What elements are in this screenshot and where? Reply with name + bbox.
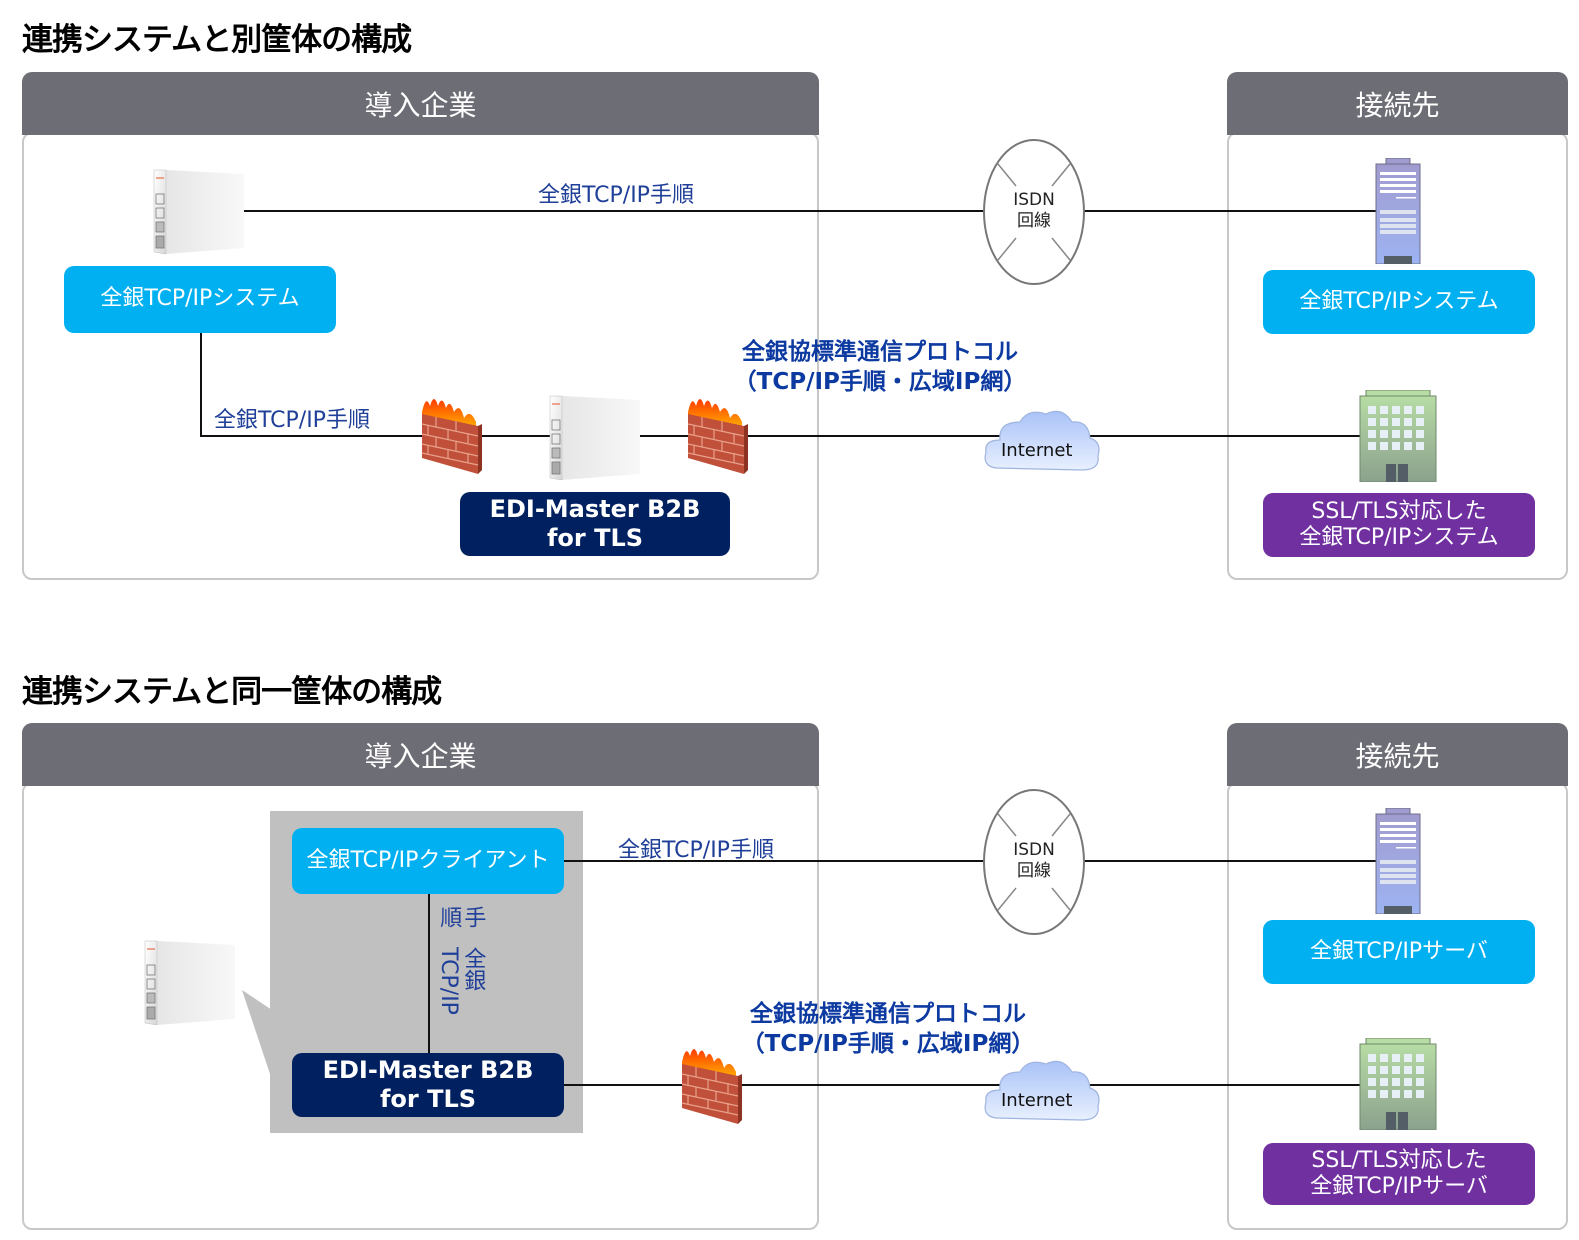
server-box: 全銀TCP/IPサーバ xyxy=(1263,920,1535,984)
connection-line xyxy=(1084,210,1376,212)
building-green-icon xyxy=(1358,390,1438,482)
connection-line xyxy=(1084,860,1376,862)
isdn-label: ISDN 回線 xyxy=(984,840,1084,883)
line-label: 全銀TCP/IP手順 xyxy=(618,838,774,863)
isdn-label-line2: 回線 xyxy=(1017,211,1051,232)
firewall-icon xyxy=(420,392,484,476)
edi-master-line1: EDI-Master B2B xyxy=(322,1056,534,1085)
protocol-label-line1: 全銀協標準通信プロトコル xyxy=(742,339,1018,365)
edi-master-line2: for TLS xyxy=(379,1085,477,1113)
connection-line xyxy=(240,210,985,212)
connection-line xyxy=(200,332,202,436)
protocol-label: 全銀協標準通信プロトコル （TCP/IP手順・広域IP網） xyxy=(728,1000,1048,1060)
section1-right-header: 接続先 xyxy=(1227,72,1568,135)
server-icon xyxy=(143,935,235,1027)
server-icon xyxy=(152,164,244,256)
internet-label: Internet xyxy=(1001,1090,1073,1111)
isdn-label-line1: ISDN xyxy=(1013,190,1055,210)
isdn-label: ISDN 回線 xyxy=(984,190,1084,233)
section2-right-header: 接続先 xyxy=(1227,723,1568,786)
edi-master-box: EDI-Master B2B for TLS xyxy=(292,1053,564,1117)
line-label: 全銀TCP/IP手順 xyxy=(538,183,694,208)
building-green-icon xyxy=(1358,1038,1438,1130)
connection-line xyxy=(200,435,1360,437)
building-blue-icon xyxy=(1374,808,1422,914)
isdn-label-line1: ISDN xyxy=(1013,840,1055,860)
left-system-box: 全銀TCP/IPシステム xyxy=(64,266,336,333)
firewall-icon xyxy=(686,392,750,476)
tls-server-line1: SSL/TLS対応した xyxy=(1311,1147,1487,1173)
connection-line xyxy=(562,860,985,862)
vertical-label-line1: 全銀TCP/IP xyxy=(436,946,486,1015)
tls-system-box: SSL/TLS対応した 全銀TCP/IPシステム xyxy=(1263,493,1535,557)
right-system-box: 全銀TCP/IPシステム xyxy=(1263,270,1535,334)
connection-line xyxy=(428,893,430,1055)
internet-label: Internet xyxy=(1001,440,1073,461)
protocol-label: 全銀協標準通信プロトコル （TCP/IP手順・広域IP網） xyxy=(720,338,1040,398)
protocol-label-line2: （TCP/IP手順・広域IP網） xyxy=(733,368,1027,395)
edi-master-line1: EDI-Master B2B xyxy=(489,495,701,524)
vertical-label-line2: 手順 xyxy=(436,906,486,928)
tls-server-box: SSL/TLS対応した 全銀TCP/IPサーバ xyxy=(1263,1143,1535,1205)
tls-system-line1: SSL/TLS対応した xyxy=(1311,498,1487,524)
section2-left-header: 導入企業 xyxy=(22,723,819,786)
edi-master-box: EDI-Master B2B for TLS xyxy=(460,492,730,556)
tls-system-line2: 全銀TCP/IPシステム xyxy=(1299,525,1499,550)
connection-line xyxy=(562,1084,1362,1086)
section1-left-header: 導入企業 xyxy=(22,72,819,135)
callout-pointer xyxy=(242,990,272,1080)
client-box: 全銀TCP/IPクライアント xyxy=(292,828,564,894)
section1-title: 連携システムと別筐体の構成 xyxy=(22,22,412,58)
server-icon xyxy=(548,390,640,482)
line-label: 全銀TCP/IP手順 xyxy=(214,408,370,433)
section2-title: 連携システムと同一筐体の構成 xyxy=(22,674,442,710)
protocol-label-line2: （TCP/IP手順・広域IP網） xyxy=(741,1030,1035,1057)
vertical-line-label: 全銀TCP/IP 手順 xyxy=(436,906,486,1046)
building-blue-icon xyxy=(1374,158,1422,264)
edi-master-line2: for TLS xyxy=(546,524,644,552)
protocol-label-line1: 全銀協標準通信プロトコル xyxy=(750,1001,1026,1027)
isdn-label-line2: 回線 xyxy=(1017,861,1051,882)
tls-server-line2: 全銀TCP/IPサーバ xyxy=(1310,1174,1488,1199)
